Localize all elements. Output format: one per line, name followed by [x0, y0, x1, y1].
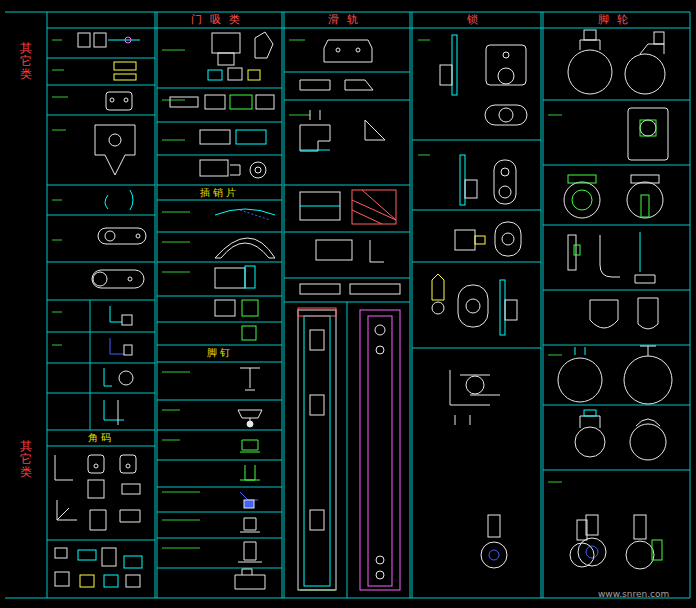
side-band: 其它类其它类	[14, 30, 40, 590]
category-column: 滑轨	[284, 12, 410, 598]
vertical-heading: 其它类	[20, 440, 32, 480]
column-heading: 脚轮	[543, 13, 690, 27]
column-heading: 滑轨	[284, 13, 410, 27]
column-heading: 锁	[412, 13, 541, 27]
section-heading: 脚钉	[157, 347, 282, 359]
section-heading: 插销片	[157, 187, 282, 199]
category-column: 脚轮	[543, 12, 690, 598]
watermark: www.snren.com	[598, 588, 690, 600]
category-column: 锁	[412, 12, 541, 598]
vertical-heading: 其它类	[20, 42, 32, 82]
category-column: 门吸类	[157, 12, 282, 598]
column-heading: 门吸类	[157, 13, 282, 27]
section-heading: 角码	[47, 432, 155, 444]
